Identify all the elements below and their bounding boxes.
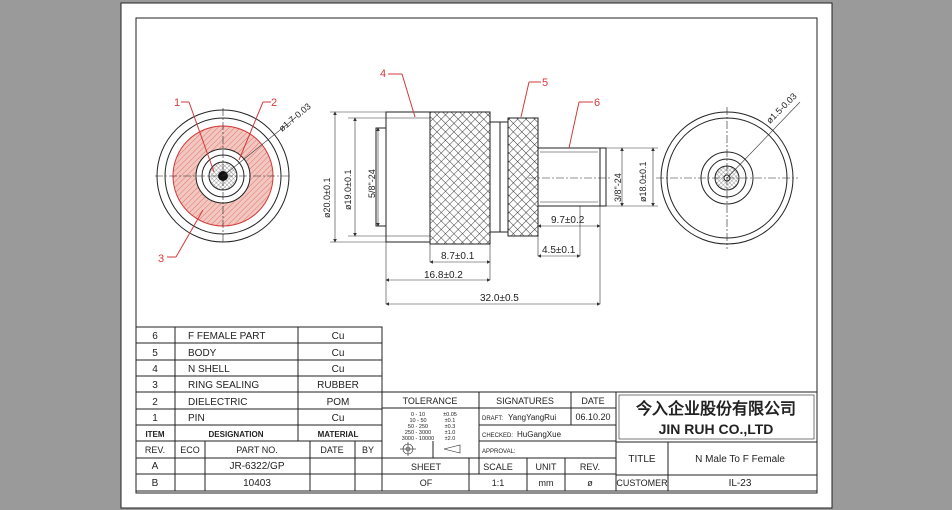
bom-header-item: ITEM — [145, 430, 164, 439]
unit-value: mm — [539, 478, 554, 488]
draft-date: 06.10.20 — [575, 412, 610, 422]
svg-text:4: 4 — [380, 68, 386, 80]
bom-material: Cu — [332, 331, 345, 342]
bom-material: Cu — [332, 364, 345, 375]
svg-text:1: 1 — [174, 97, 180, 109]
rev-header-by: BY — [362, 445, 374, 455]
bom-item: 6 — [152, 331, 158, 342]
sheet-header: SHEET — [411, 462, 442, 472]
tolerance-value: ±0.3 — [445, 424, 456, 430]
dim-len-total: 32.0±0.5 — [480, 293, 519, 304]
customer-label: CUSTOMER — [616, 478, 668, 488]
callout-4: 4 — [380, 68, 416, 118]
callout-6: 6 — [568, 97, 600, 149]
bom-item: 4 — [152, 364, 158, 375]
dim-len-shell: 8.7±0.1 — [441, 251, 475, 262]
bom-designation: DIELECTRIC — [188, 397, 247, 408]
svg-text:6: 6 — [594, 97, 600, 109]
revision-table — [135, 440, 383, 492]
tolerance-range: 50 - 250 — [408, 424, 428, 430]
bom-material: RUBBER — [317, 380, 359, 391]
rev-header-rev: REV. — [145, 445, 165, 455]
rev-row-part: JR-6322/GP — [229, 461, 284, 472]
rev-header: REV. — [580, 462, 600, 472]
bom-designation: N SHELL — [188, 364, 230, 375]
title-value: N Male To F Female — [695, 454, 785, 465]
callout-1: 1 — [174, 97, 215, 173]
scale-value: 1:1 — [492, 478, 505, 488]
right-title-block — [615, 391, 818, 492]
tolerance-value: ±1.0 — [445, 430, 456, 436]
company-name-en: JIN RUH CO.,LTD — [659, 421, 774, 437]
dim-len-mid: 16.8±0.2 — [424, 270, 463, 281]
tolerance-value: ±0.05 — [443, 412, 457, 418]
dim-outer-diameter: ø20.0±0.1 — [322, 178, 332, 218]
bom-item: 3 — [152, 380, 158, 391]
bom-item: 1 — [152, 413, 158, 424]
bom-item: 2 — [152, 397, 158, 408]
dim-body-diameter: ø19.0±0.1 — [343, 170, 353, 210]
dim-f-diameter: ø18.0±0.1 — [638, 162, 648, 202]
bom-designation: PIN — [188, 413, 205, 424]
signatures-title: SIGNATURES — [496, 396, 554, 406]
svg-text:3: 3 — [158, 253, 164, 265]
svg-text:5: 5 — [542, 77, 548, 89]
rev-row-part: 10403 — [243, 478, 271, 489]
tolerance-value: ±0.1 — [445, 418, 456, 424]
bom-designation: RING SEALING — [188, 380, 259, 391]
rev-value: ø — [587, 478, 593, 488]
dim-len-f: 9.7±0.2 — [551, 215, 585, 226]
checked-label: CHECKED: — [482, 433, 513, 439]
tolerance-title: TOLERANCE — [403, 396, 458, 406]
bom-item: 5 — [152, 348, 158, 359]
sheet-value: OF — [420, 478, 433, 488]
approval-label: APPROVAL: — [482, 449, 516, 455]
rev-header-part: PART NO. — [236, 445, 278, 455]
rev-row-rev: A — [152, 461, 159, 472]
tolerance-range: 0 - 10 — [411, 412, 425, 418]
bom-designation: F FEMALE PART — [188, 331, 265, 342]
signatures-date-header: DATE — [581, 396, 604, 406]
bom-header-designation: DESIGNATION — [209, 430, 264, 439]
scale-header: SCALE — [483, 462, 513, 472]
rev-header-eco: ECO — [180, 445, 200, 455]
title-label: TITLE — [628, 454, 656, 465]
bom-material: POM — [327, 397, 350, 408]
bom-material: Cu — [332, 348, 345, 359]
paper — [120, 2, 833, 509]
dim-thread-f: 3/8"-24 — [613, 173, 623, 202]
unit-header: UNIT — [536, 462, 557, 472]
bom-material: Cu — [332, 413, 345, 424]
side-view — [330, 111, 658, 306]
bom-designation: BODY — [188, 348, 217, 359]
callout-5: 5 — [520, 77, 548, 118]
dim-len-body: 4.5±0.1 — [542, 245, 576, 256]
inner-frame — [135, 17, 818, 494]
bom-header-material: MATERIAL — [318, 430, 359, 439]
rev-row-rev: B — [152, 478, 159, 489]
callout-2: 2 — [238, 97, 277, 161]
rev-header-date: DATE — [320, 445, 343, 455]
tolerance-range: 10 - 50 — [409, 418, 426, 424]
company-name-cn: 今入企业股份有限公司 — [635, 399, 796, 418]
customer-value: IL-23 — [729, 478, 752, 489]
checked-name: HuGangXue — [517, 430, 562, 439]
draft-name: YangYangRui — [508, 413, 556, 422]
tolerance-value: ±2.0 — [445, 436, 456, 442]
dim-thread-n: 5/8"-24 — [367, 169, 377, 198]
callout-3: 3 — [158, 209, 204, 265]
tolerance-range: 250 - 3000 — [405, 430, 431, 436]
draft-label: DRAFT: — [482, 416, 503, 422]
svg-text:2: 2 — [271, 97, 277, 109]
tolerance-range: 3000 - 10000 — [402, 436, 434, 442]
